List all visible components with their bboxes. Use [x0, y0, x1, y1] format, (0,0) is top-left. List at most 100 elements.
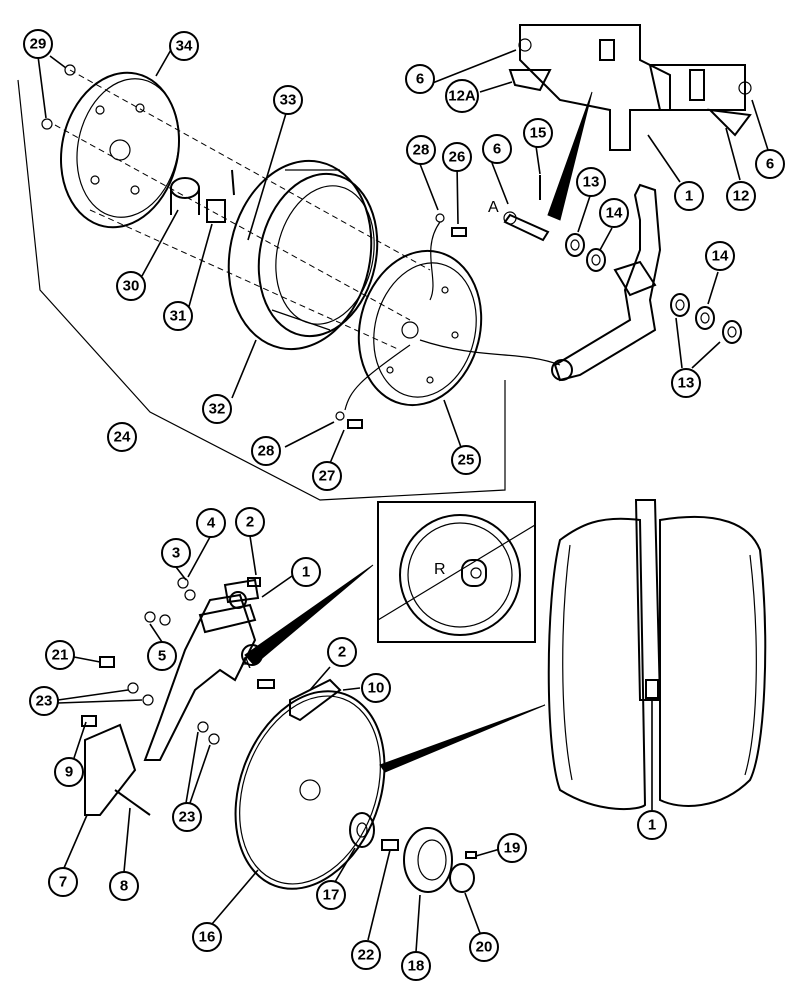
callout-7: 7 — [48, 867, 78, 897]
scraper-10 — [289, 678, 342, 722]
callout-13-right: 13 — [671, 368, 701, 398]
callout-26: 26 — [442, 142, 472, 172]
bolt-A — [257, 679, 275, 689]
callout-33: 33 — [273, 85, 303, 115]
svg-text:27: 27 — [319, 468, 336, 485]
pointer-wedge-lower — [379, 704, 546, 773]
nuts-23 — [127, 682, 220, 745]
bolt-21 — [99, 656, 115, 668]
callout-1-mid: 1 — [291, 557, 321, 587]
svg-text:18: 18 — [408, 958, 425, 975]
callout-10: 10 — [361, 673, 391, 703]
svg-text:12: 12 — [733, 188, 750, 205]
svg-text:22: 22 — [358, 947, 375, 964]
svg-text:14: 14 — [606, 205, 623, 222]
bearing-17 — [349, 812, 375, 848]
svg-text:10: 10 — [368, 680, 385, 697]
scraper-bracket-7 — [84, 723, 137, 816]
callout-29: 29 — [23, 29, 53, 59]
callout-16: 16 — [192, 922, 222, 952]
svg-text:24: 24 — [114, 429, 131, 446]
svg-text:25: 25 — [458, 452, 475, 469]
washers-13-14 — [565, 233, 742, 344]
pointer-wedge-upper — [547, 91, 593, 221]
svg-text:7: 7 — [59, 874, 67, 891]
svg-text:4: 4 — [207, 515, 216, 532]
nut-29 — [41, 64, 76, 130]
callout-6-mid: 6 — [482, 134, 512, 164]
callout-20: 20 — [469, 932, 499, 962]
callout-18: 18 — [401, 951, 431, 981]
svg-text:6: 6 — [766, 156, 774, 173]
svg-text:26: 26 — [449, 149, 466, 166]
callout-30: 30 — [116, 271, 146, 301]
callout-12A: 12A — [445, 79, 479, 113]
callout-6-right: 6 — [755, 149, 785, 179]
callout-14-right: 14 — [705, 241, 735, 271]
gauge-wheels-1 — [547, 499, 767, 811]
axle-assembly-1 — [508, 24, 752, 151]
callout-9: 9 — [54, 757, 84, 787]
callout-1-bottom: 1 — [637, 810, 667, 840]
callout-15: 15 — [523, 118, 553, 148]
callout-32: 32 — [202, 394, 232, 424]
svg-text:23: 23 — [179, 809, 196, 826]
callout-14-top: 14 — [599, 198, 629, 228]
svg-text:6: 6 — [493, 141, 501, 158]
svg-text:13: 13 — [583, 174, 600, 191]
svg-text:33: 33 — [280, 92, 297, 109]
axle-guide-lines — [54, 69, 431, 351]
callout-2-mid: 2 — [327, 637, 357, 667]
svg-text:1: 1 — [685, 188, 693, 205]
callout-2-top: 2 — [235, 507, 265, 537]
svg-text:5: 5 — [158, 648, 166, 665]
wheel-flange-25 — [357, 249, 483, 407]
bolt-guide-lines — [344, 221, 561, 411]
svg-text:6: 6 — [416, 71, 424, 88]
nut-28-top — [435, 213, 445, 223]
hub-18 — [403, 827, 453, 893]
callout-19: 19 — [497, 833, 527, 863]
callout-27: 27 — [312, 461, 342, 491]
svg-text:31: 31 — [170, 308, 187, 325]
callout-25: 25 — [451, 445, 481, 475]
svg-text:29: 29 — [30, 36, 47, 53]
hub-sleeve-30 — [170, 177, 200, 215]
tire-32 — [227, 159, 379, 351]
svg-text:20: 20 — [476, 939, 493, 956]
callout-8: 8 — [109, 871, 139, 901]
bolt-22 — [381, 839, 399, 851]
nuts-3-4-5 — [144, 577, 196, 626]
svg-text:16: 16 — [199, 929, 216, 946]
svg-text:13: 13 — [678, 375, 695, 392]
callout-4: 4 — [196, 508, 226, 538]
callout-28-top: 28 — [406, 135, 436, 165]
svg-text:1: 1 — [648, 817, 656, 834]
svg-text:32: 32 — [209, 401, 226, 418]
callout-12: 12 — [726, 181, 756, 211]
callout-22: 22 — [351, 940, 381, 970]
svg-text:21: 21 — [52, 647, 69, 664]
svg-text:14: 14 — [712, 248, 729, 265]
nut-28-bottom — [335, 411, 345, 421]
callout-23-left: 23 — [29, 686, 59, 716]
svg-text:9: 9 — [65, 764, 73, 781]
shaft-A — [503, 211, 550, 242]
callout-6-left: 6 — [405, 64, 435, 94]
callout-3: 3 — [161, 538, 191, 568]
callout-21: 21 — [45, 640, 75, 670]
opener-arm-assembly — [143, 578, 263, 761]
svg-text:15: 15 — [530, 125, 547, 142]
pin-33 — [231, 169, 235, 196]
arm — [551, 183, 662, 382]
pointer-wedge-mid — [244, 564, 374, 666]
wheel-flange-34 — [59, 71, 181, 229]
callout-leaders — [37, 47, 769, 953]
label-A-mid: A — [240, 655, 251, 672]
pin-8 — [114, 789, 151, 816]
svg-text:8: 8 — [120, 878, 128, 895]
svg-text:1: 1 — [302, 564, 310, 581]
callout-5: 5 — [147, 641, 177, 671]
svg-text:3: 3 — [172, 545, 180, 562]
svg-text:2: 2 — [338, 644, 346, 661]
